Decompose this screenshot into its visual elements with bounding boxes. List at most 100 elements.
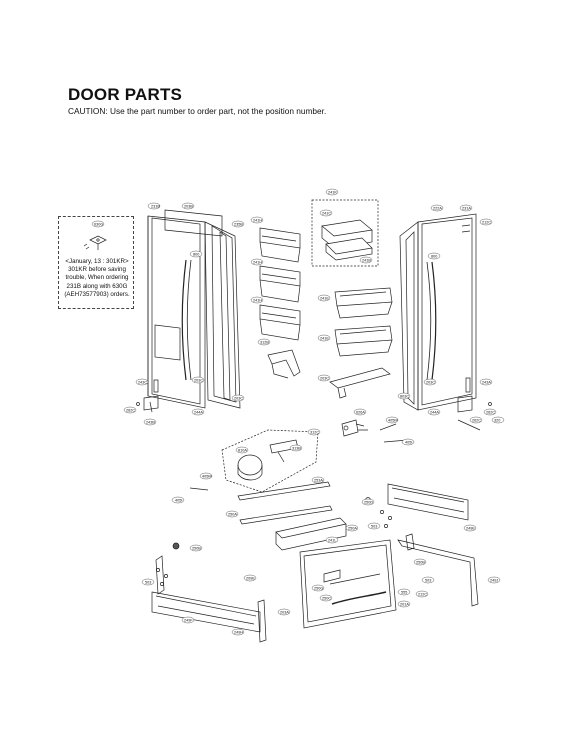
callout-label: 630G: [94, 222, 103, 226]
right-lower-rail: [397, 533, 479, 607]
callout: [491, 416, 505, 424]
callout: [479, 378, 493, 386]
callout-label: 312B: [260, 340, 269, 344]
callout: [397, 588, 411, 596]
callout: [171, 496, 185, 504]
callout-label: 243A: [482, 380, 491, 384]
callout: [181, 616, 195, 624]
callout: [277, 608, 291, 616]
callout: [415, 590, 429, 598]
callout-label: 201A: [400, 602, 409, 606]
callout: [235, 446, 249, 454]
callout-label: 222A: [433, 206, 442, 210]
right-door: [417, 213, 477, 411]
callout-label: 243C: [138, 380, 147, 384]
callout-label: 503: [145, 580, 151, 584]
callout-label: 241C: [322, 211, 331, 215]
callout: [189, 250, 203, 258]
callout-label: 405M: [202, 474, 212, 478]
note-line: (AEH73577903) orders.: [64, 290, 130, 298]
callout-label: 249F: [184, 618, 193, 622]
callout: [147, 202, 161, 210]
callout-label: 241H: [253, 260, 262, 264]
callout-label: 250A: [228, 512, 237, 516]
callout-label: 405I: [405, 440, 412, 444]
callout-label: 405M: [388, 418, 398, 422]
left-door: [147, 215, 206, 409]
callout: [181, 202, 195, 210]
callout-label: 241H: [253, 298, 262, 302]
callout-label: 244A: [430, 410, 439, 414]
callout-label: 250D: [364, 500, 373, 504]
callout-label: 253A: [314, 478, 323, 482]
door-bin-assembly: [321, 219, 373, 261]
callout-label: 810A: [238, 448, 247, 452]
door-bracket-left: [267, 349, 301, 379]
callout: [413, 558, 427, 566]
callout: [189, 544, 203, 552]
callout-label: 320: [494, 418, 500, 422]
callout-label: 250C: [322, 596, 331, 600]
door-bin-lower-right: [334, 325, 393, 357]
callout: [135, 378, 149, 386]
callout-label: 503: [425, 578, 431, 582]
callout-label: 235B: [234, 222, 243, 226]
callout-label: 243B: [146, 420, 155, 424]
callout-label: 203C: [426, 380, 435, 384]
callout-label: 203C: [234, 396, 243, 400]
ice-maker-motor: [237, 439, 299, 481]
left-door-gasket: [164, 209, 241, 409]
callout-label: 203C: [320, 376, 329, 380]
callout-label: 203B: [184, 204, 193, 208]
callout: [423, 378, 437, 386]
callout-label: 249E: [466, 526, 475, 530]
left-hinge-small: [153, 379, 159, 393]
left-hinge: [136, 395, 159, 413]
note-line: <January, 13 : 301KR>: [65, 258, 129, 265]
callout: [325, 536, 339, 544]
callout-label: 405I: [175, 498, 182, 502]
callout: [225, 510, 239, 518]
callout-label: 231A: [462, 206, 471, 210]
door-bin-upper-right: [334, 287, 393, 319]
callout: [359, 256, 373, 264]
callout: [311, 584, 325, 592]
callout: [367, 522, 381, 530]
note-box: [58, 216, 134, 309]
callout: [397, 392, 411, 400]
assembly-box: [311, 199, 379, 267]
right-drawer-rail: [387, 483, 469, 521]
caution-text: CAUTION: Use the part number to order pa…: [68, 106, 327, 116]
callout: [325, 188, 339, 196]
callout: [459, 204, 473, 212]
callout-label: 244A: [194, 410, 203, 414]
callout: [397, 600, 411, 608]
callout: [91, 220, 105, 228]
callout: [427, 408, 441, 416]
callout: [141, 578, 155, 586]
callout-label: 262C: [486, 410, 495, 414]
callout: [231, 394, 245, 402]
callout: [257, 338, 271, 346]
callout-label: 203A: [280, 610, 289, 614]
callout-label: 262C: [472, 418, 481, 422]
callout: [289, 444, 303, 452]
callout: [319, 594, 333, 602]
callout-label: 249J: [490, 578, 498, 582]
callout: [311, 476, 325, 484]
callout: [385, 416, 399, 424]
door-bin-middle-left: [259, 265, 301, 303]
callout-label: 250A: [348, 526, 357, 530]
callout: [479, 218, 493, 226]
callout-label: 241H: [253, 218, 262, 222]
callout: [199, 472, 213, 480]
left-drawer-rail: [151, 591, 267, 643]
callout-label: 800: [193, 252, 199, 256]
callout: [250, 258, 264, 266]
callout: [353, 408, 367, 416]
callout-label: 555: [401, 590, 407, 594]
hinge-icon: [83, 235, 107, 250]
callout: [250, 216, 264, 224]
callout-label: 241E: [320, 336, 329, 340]
callout: [401, 438, 415, 446]
